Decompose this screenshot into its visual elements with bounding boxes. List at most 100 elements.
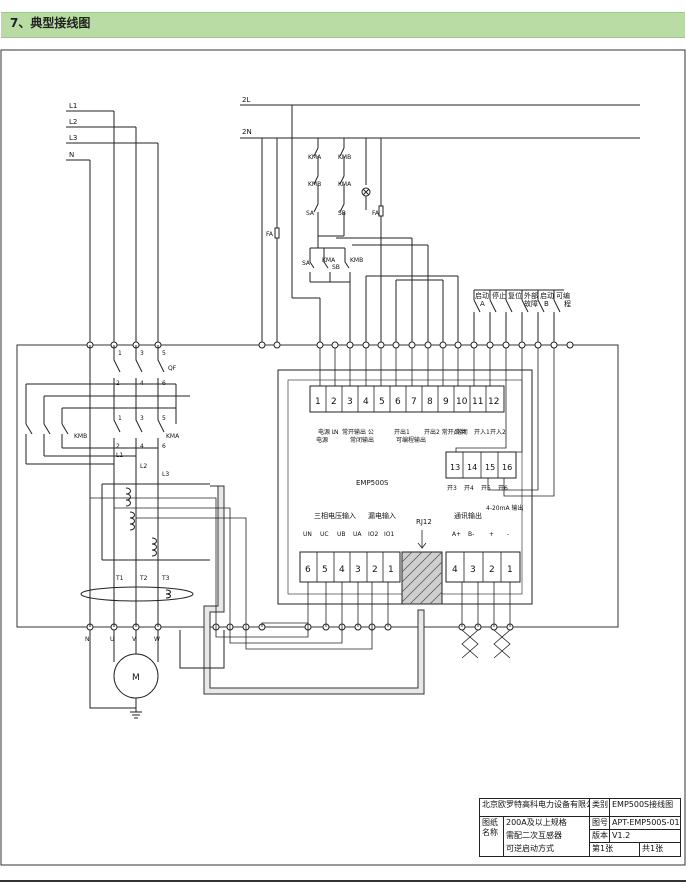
sa-label-1: SA — [306, 210, 315, 217]
relay-terminal-14: 14 — [467, 463, 477, 472]
motor-terminal-u: U — [110, 636, 114, 643]
tb-version-label: 版本 — [590, 830, 610, 843]
remote-input-6-bottom: 程 — [564, 299, 571, 308]
relay-label-5: 开5 — [481, 485, 491, 492]
fa-label-1: FA — [372, 210, 380, 217]
br-terminal-2: 2 — [489, 565, 495, 575]
label-out1: 开出1 — [394, 428, 410, 436]
relay-terminal-13: 13 — [450, 463, 460, 472]
br-terminal-4: 4 — [452, 565, 458, 575]
label-common: 公共 — [454, 428, 466, 436]
remote-input-6-top: 可编 — [556, 291, 570, 300]
tb-category-label: 类别 — [590, 799, 610, 817]
kma-label-1: KMA — [308, 154, 322, 161]
supply-lines — [66, 104, 640, 345]
signal-io1: IO1 — [384, 531, 394, 538]
tb-name-line-1: 200A及以上规格 — [504, 817, 590, 830]
motor-label: M — [132, 673, 140, 683]
qf-pole-4-bottom: 4 — [140, 380, 144, 387]
qf-pole-6-bottom: 6 — [162, 380, 166, 387]
tb-drawing-no-label: 图号 — [590, 817, 610, 830]
sa-label-2: SA — [302, 260, 311, 267]
signal-minus: - — [507, 531, 509, 538]
relay-label-6: 开6 — [498, 485, 508, 492]
section-title: 7、典型接线图 — [10, 16, 91, 30]
twisted-pairs — [461, 629, 511, 659]
label-l: 电源 L — [318, 428, 336, 436]
signal-uc: UC — [320, 531, 329, 538]
l3-label: L3 — [69, 134, 77, 142]
top-terminal-4: 4 — [363, 397, 369, 407]
ct-label-2: T2 — [139, 575, 148, 582]
label-in2: 开入2 — [490, 429, 506, 436]
motor-terminal-w: W — [154, 636, 160, 643]
tb-page: 第1张 — [590, 843, 640, 856]
label-power: 电源 — [316, 436, 328, 444]
current-transformers — [80, 468, 210, 627]
top-terminal-2: 2 — [331, 397, 337, 407]
km-pole-5: 5 — [162, 415, 166, 422]
relay-label-4: 开4 — [464, 485, 474, 492]
bl-terminal-3: 3 — [355, 565, 361, 575]
kma-contactor-label: KMA — [166, 433, 180, 440]
top-terminal-9: 9 — [443, 397, 449, 407]
km-pole-2: 2 — [116, 443, 120, 450]
tb-total: 共1张 — [642, 844, 664, 853]
main-switchgear — [25, 345, 190, 627]
l1-label: L1 — [69, 102, 77, 110]
bl-terminal-2: 2 — [372, 565, 378, 575]
label-prog-output: 可编程输出 — [396, 436, 426, 444]
tb-version-value: V1.2 — [610, 830, 680, 843]
voltage-input-title: 三相电压输入 — [314, 511, 356, 520]
br-terminal-3: 3 — [470, 565, 476, 575]
bus-l2: L2 — [140, 463, 147, 470]
header-bar — [1, 12, 685, 38]
km-pole-4: 4 — [140, 443, 144, 450]
emp500s-device — [277, 369, 533, 605]
top-terminal-6: 6 — [395, 397, 401, 407]
remote-input-4-bottom: 故障 — [524, 299, 538, 308]
remote-input-2-top: 停止 — [492, 291, 506, 300]
internal-wiring — [90, 348, 555, 650]
top-terminal-dividers — [325, 386, 487, 412]
bl-terminal-4: 4 — [339, 565, 345, 575]
signal-ub: UB — [337, 531, 346, 538]
2n-label: 2N — [242, 128, 252, 136]
kmb-label-3: KMB — [350, 257, 363, 264]
km-pole-1: 1 — [118, 415, 122, 422]
bus-l3: L3 — [162, 471, 169, 478]
label-nc: 常闭输出 — [350, 436, 374, 444]
label-n: N — [334, 429, 339, 436]
relay-terminal-15: 15 — [485, 463, 495, 472]
top-terminal-11: 11 — [472, 397, 483, 407]
relay-terminal-16: 16 — [502, 463, 512, 472]
remote-input-3-top: 复位 — [508, 291, 522, 300]
title-block: 北京欧罗特高科电力设备有限公司 类别 EMP500S接线图 图纸名称 200A及… — [479, 798, 681, 857]
signal-un: UN — [303, 531, 312, 538]
n-label: N — [69, 151, 74, 159]
tb-company: 北京欧罗特高科电力设备有限公司 — [480, 799, 590, 817]
top-terminal-1: 1 — [315, 397, 321, 407]
signal-b-minus: B- — [468, 531, 474, 538]
remote-input-1-bottom: A — [480, 300, 485, 308]
label-in1: 开入1 — [474, 429, 490, 436]
ct-label-3: T3 — [161, 575, 170, 582]
qf-label: QF — [168, 365, 177, 372]
tb-category-value: EMP500S接线图 — [610, 799, 680, 817]
kma-label-3: KMA — [322, 257, 336, 264]
drawing-frame — [0, 49, 686, 866]
label-no-common: 常开输出 公 — [342, 428, 374, 436]
control-circuit — [274, 138, 459, 345]
qf-pole-2-bottom: 2 — [116, 380, 120, 387]
bus-l1: L1 — [116, 452, 123, 459]
signal-a-plus: A+ — [452, 531, 461, 538]
remote-inputs — [473, 289, 564, 345]
2l-label: 2L — [242, 96, 250, 104]
remote-input-4-top: 外部 — [524, 291, 538, 300]
br-terminal-1: 1 — [507, 565, 513, 575]
bl-terminal-6: 6 — [305, 565, 311, 575]
tb-name-line-3: 可逆启动方式 — [504, 843, 590, 856]
l2-label: L2 — [69, 118, 77, 126]
qf-pole-5-top: 5 — [162, 350, 166, 357]
